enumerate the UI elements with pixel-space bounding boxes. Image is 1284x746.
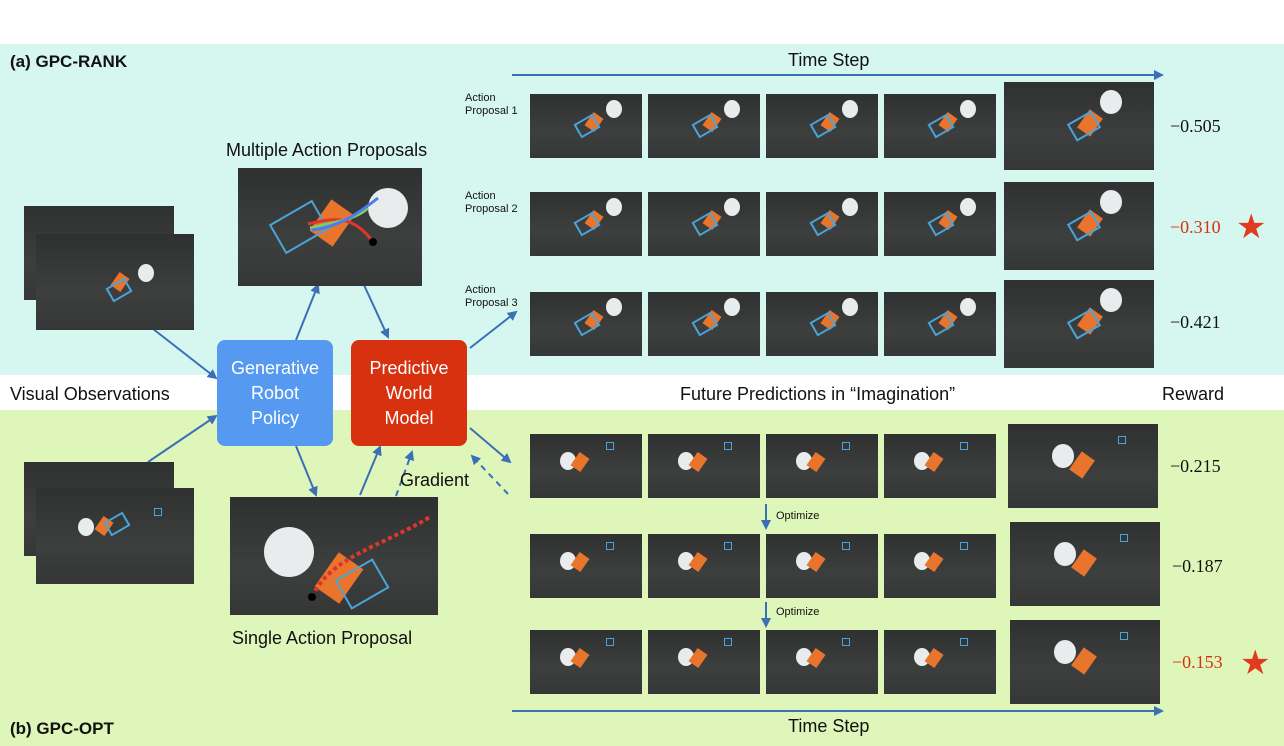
opt-frame: [530, 434, 642, 498]
rank-frame: [530, 94, 642, 158]
proposals-to-model-arrow: [363, 284, 390, 339]
policy-to-proposals-arrow: [295, 283, 320, 341]
rank-reward-2: −0.310: [1170, 217, 1221, 237]
opt-frame: [648, 534, 760, 598]
single-trajectory-overlay: [308, 515, 432, 601]
opt-frame: [648, 434, 760, 498]
action-proposal-1-label: Action Proposal 1: [465, 92, 518, 117]
best-star-icon: ★: [1236, 208, 1267, 246]
policy-to-single-arrow: [295, 445, 318, 497]
optimize-label-1: Optimize: [776, 510, 820, 522]
reward-label: Reward: [1162, 384, 1225, 404]
rank-frame: [530, 192, 642, 256]
generative-robot-policy-box: Generative Robot Policy: [217, 340, 333, 446]
model-to-rank-arrow: [469, 310, 518, 349]
opt-frame: [648, 630, 760, 694]
gradient-label: Gradient: [400, 470, 470, 490]
rank-frame: [766, 192, 878, 256]
opt-frame-final: [1010, 620, 1160, 704]
opt-frame: [884, 630, 996, 694]
rank-frame: [766, 292, 878, 356]
opt-reward-2: −0.187: [1172, 556, 1223, 576]
rank-reward-1: −0.505: [1170, 116, 1221, 136]
opt-frame: [530, 534, 642, 598]
opt-frame: [766, 534, 878, 598]
time-step-label-bottom: Time Step: [788, 716, 870, 736]
rank-frame-final: [1004, 82, 1154, 170]
rank-frame: [766, 94, 878, 158]
future-predictions-label: Future Predictions in “Imagination”: [680, 384, 956, 404]
obs-to-policy-top-arrow: [147, 324, 218, 380]
world-model-label: Predictive World Model: [369, 357, 449, 428]
time-step-label-top: Time Step: [788, 50, 870, 70]
action-proposal-3-label: Action Proposal 3: [465, 284, 518, 309]
rank-frame-final: [1004, 280, 1154, 368]
rank-frame: [530, 292, 642, 356]
rank-reward-3: −0.421: [1170, 312, 1221, 332]
optimize-label-2: Optimize: [776, 606, 820, 618]
trajectory-overlay: [307, 196, 379, 246]
rank-frame: [648, 94, 760, 158]
rank-frame: [884, 292, 996, 356]
opt-frame-final: [1008, 424, 1158, 508]
rank-frame: [884, 94, 996, 158]
gpc-opt-title: (b) GPC-OPT: [10, 719, 114, 738]
gradient-arrow-to-model: [395, 450, 414, 497]
rank-frame: [648, 292, 760, 356]
rank-frame: [884, 192, 996, 256]
obs-to-policy-bottom-arrow: [147, 414, 218, 463]
model-to-opt-arrow: [469, 427, 512, 464]
opt-frame: [766, 630, 878, 694]
action-proposal-2-label: Action Proposal 2: [465, 190, 518, 215]
visual-observations-label: Visual Observations: [10, 384, 170, 404]
opt-reward-1: −0.215: [1170, 456, 1221, 476]
opt-reward-3: −0.153: [1172, 652, 1223, 672]
gpc-rank-title: (a) GPC-RANK: [10, 52, 128, 71]
gradient-arrow-back: [470, 454, 509, 495]
multiple-action-proposals-label: Multiple Action Proposals: [226, 140, 428, 160]
opt-frame: [766, 434, 878, 498]
single-to-model-arrow: [359, 445, 382, 496]
single-action-proposal-label: Single Action Proposal: [232, 628, 413, 648]
observation-image-top: [36, 234, 194, 330]
opt-frame-final: [1010, 522, 1160, 606]
predictive-world-model-box: Predictive World Model: [351, 340, 467, 446]
opt-frame: [530, 630, 642, 694]
multiple-action-proposals-image: [238, 168, 422, 286]
rank-frame: [648, 192, 760, 256]
best-star-icon: ★: [1240, 644, 1271, 682]
opt-frame: [884, 534, 996, 598]
observation-image-bottom: [36, 488, 194, 584]
rank-frame-final: [1004, 182, 1154, 270]
policy-label: Generative Robot Policy: [230, 357, 320, 428]
opt-frame: [884, 434, 996, 498]
single-action-proposal-image: [230, 497, 438, 615]
